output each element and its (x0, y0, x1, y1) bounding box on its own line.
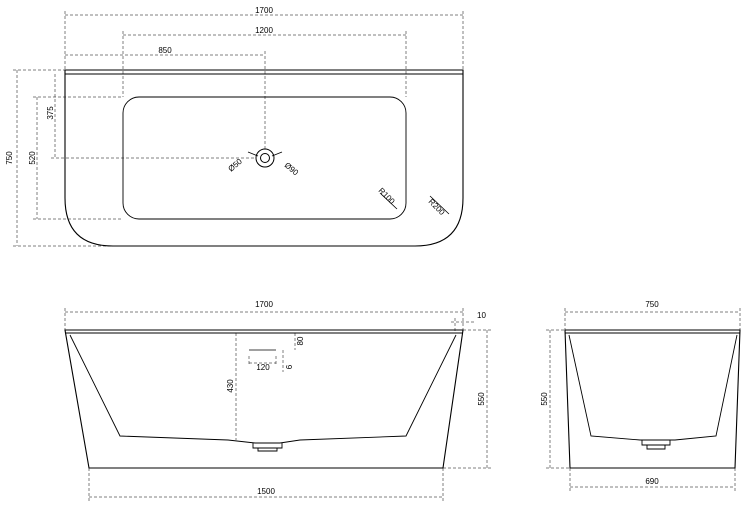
outer-radius-label: R200 (427, 197, 447, 217)
front-view-outer-outline (64, 329, 464, 469)
outer-radius-leader (429, 195, 450, 215)
side-view-outer-outline (564, 329, 741, 469)
drain-inner-ring (260, 153, 270, 163)
side-view: 750 550 690 (540, 300, 741, 491)
top-length-label: 1700 (255, 6, 273, 15)
overflow-height-label: 80 (296, 336, 305, 345)
drain-depth-label: 375 (46, 106, 55, 120)
basin-width-label: 520 (28, 151, 37, 165)
drain-offset-label: 850 (158, 46, 172, 55)
side-view-inner-basin (568, 334, 738, 441)
inner-radius-leader (379, 192, 398, 210)
side-height-label: 550 (540, 392, 549, 406)
side-drain-fitting (641, 440, 671, 450)
basin-length-label: 1200 (255, 26, 273, 35)
top-view-outer-outline (64, 69, 464, 247)
drain-leader-left (247, 151, 259, 157)
front-length-label: 1700 (255, 300, 273, 309)
drain-leader-right (271, 151, 283, 157)
top-view-basin-outline (122, 96, 407, 220)
overflow-gap-label: 6 (285, 364, 294, 369)
side-base-label: 690 (645, 477, 659, 486)
drain-outer-ring (255, 148, 275, 168)
side-width-label: 750 (645, 300, 659, 309)
base-length-label: 1500 (257, 487, 275, 496)
drain-large-diameter-label: Ø90 (283, 161, 301, 178)
top-width-label: 750 (5, 151, 14, 165)
rim-label: 10 (477, 311, 486, 320)
top-view: 1700 1200 850 750 520 375 Ø50 Ø90 R100 R… (5, 6, 464, 247)
inner-depth-label: 430 (226, 379, 235, 393)
front-height-label: 550 (477, 392, 486, 406)
front-drain-fitting (252, 443, 283, 452)
overflow-width-label: 120 (256, 363, 270, 372)
inner-radius-label: R100 (377, 186, 397, 206)
drain-small-diameter-label: Ø50 (227, 157, 245, 174)
front-view-inner-basin (69, 334, 457, 444)
front-view: 80 120 6 430 1700 10 550 1500 (64, 300, 491, 501)
